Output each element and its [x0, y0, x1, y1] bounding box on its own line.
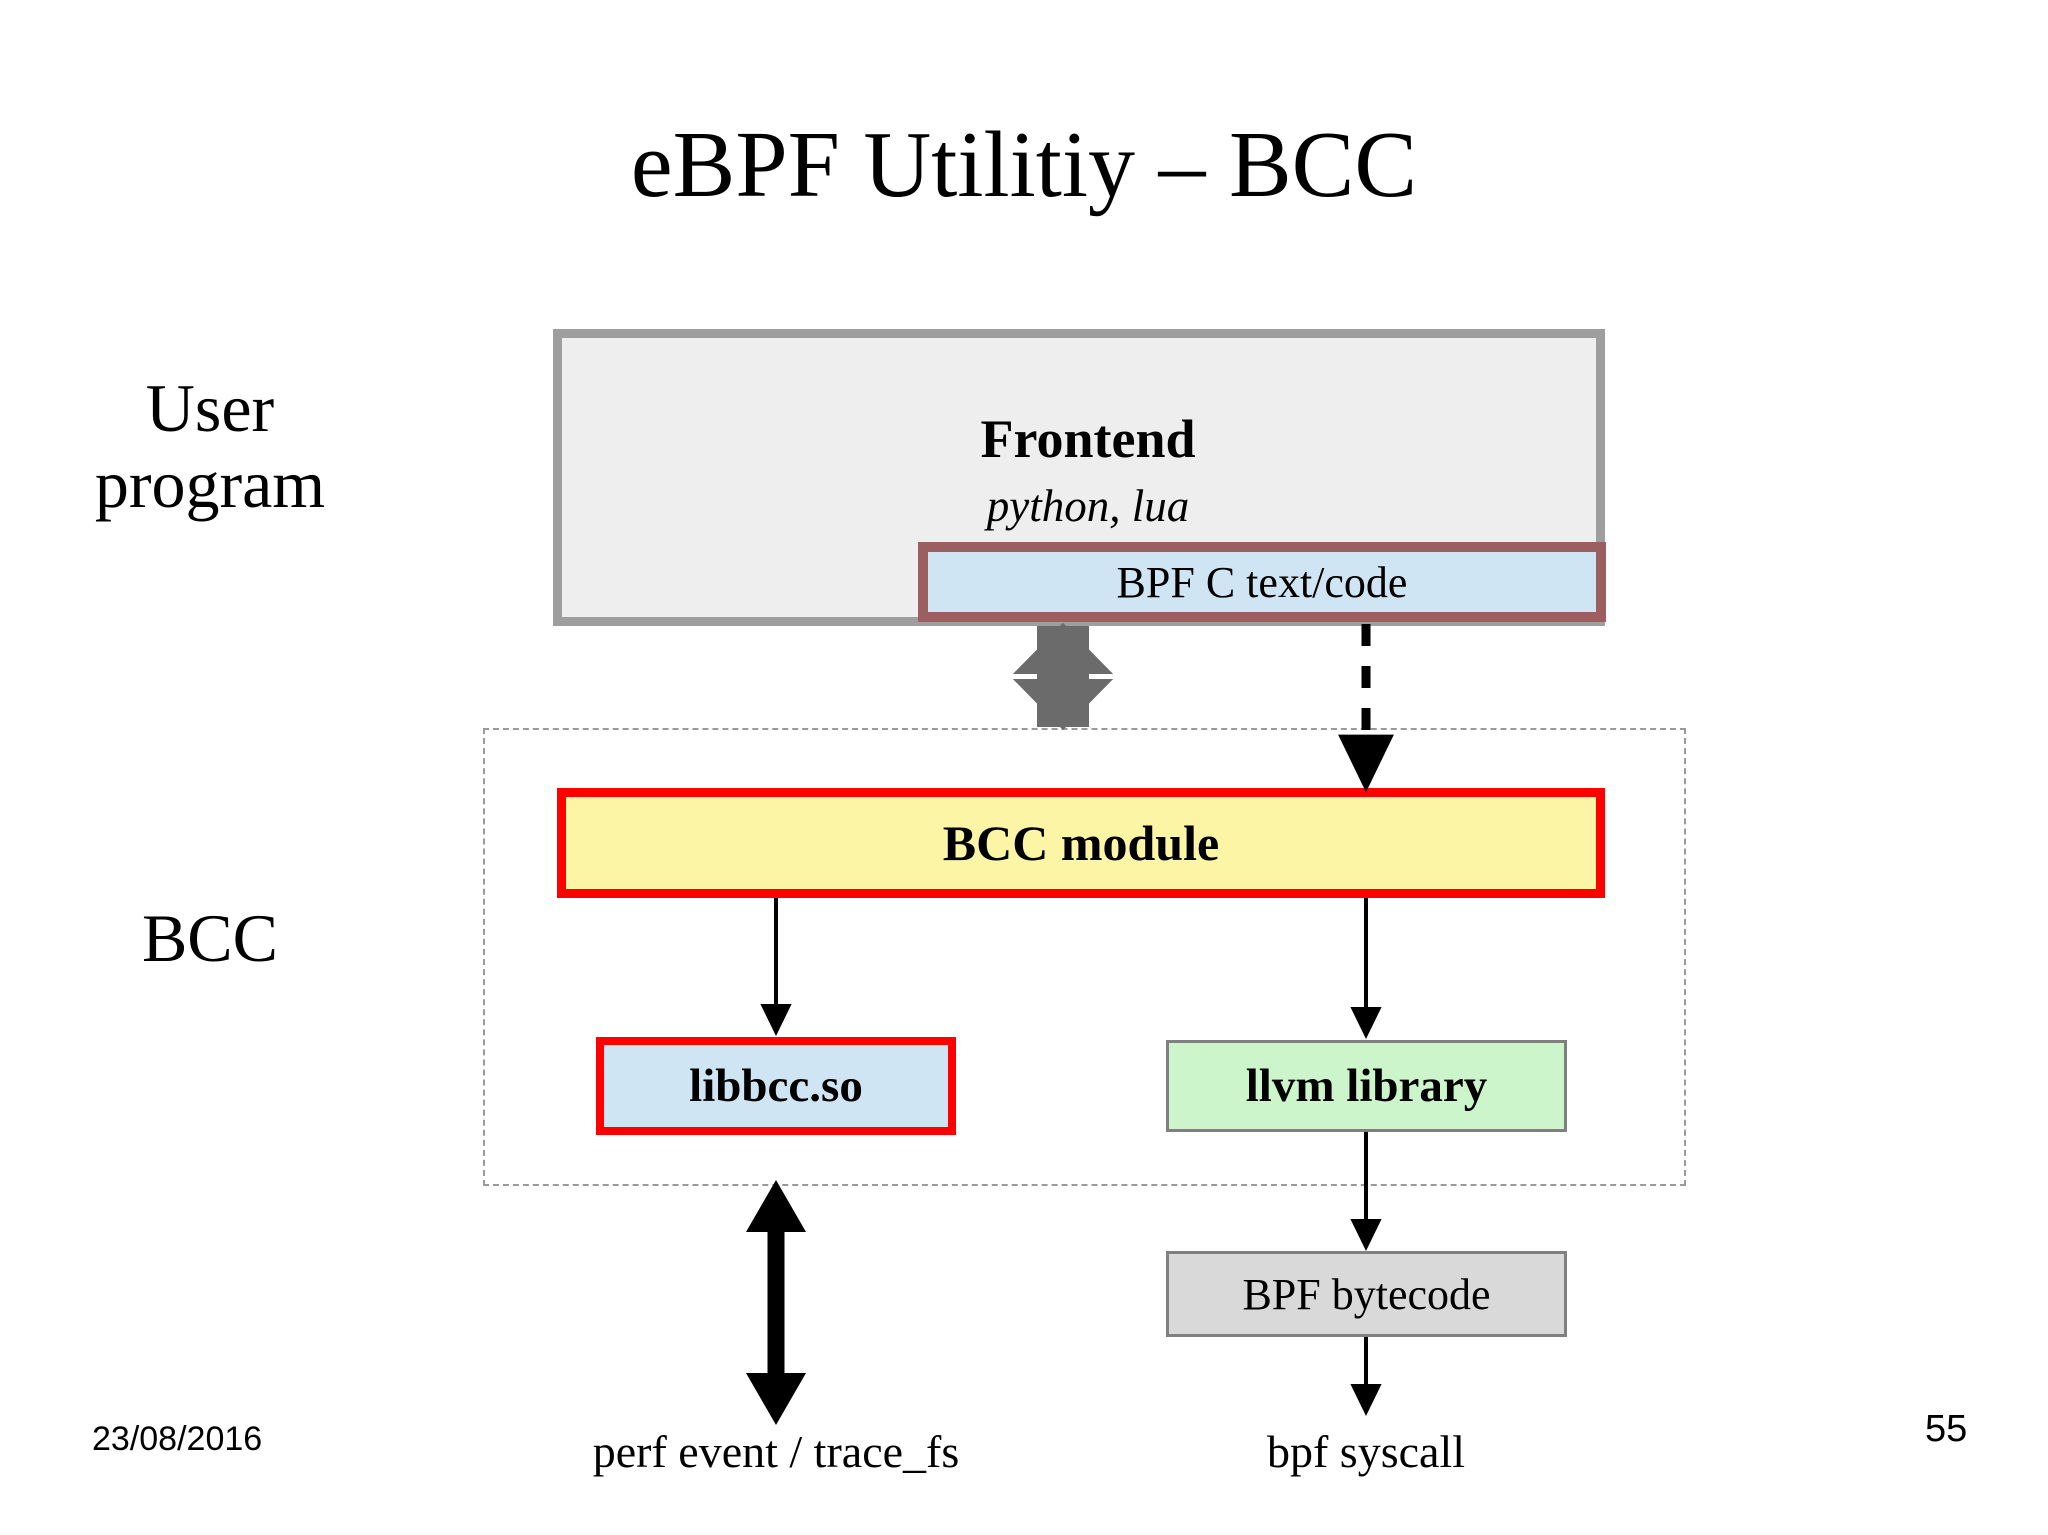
perf-event-trace-fs-label: perf event / trace_fs [592, 1426, 960, 1477]
footer-date: 23/08/2016 [92, 1420, 263, 1458]
llvm-library-box: llvm library [1166, 1040, 1567, 1132]
section-label-bcc: BCC [141, 900, 279, 976]
bpf-c-text-code-label: BPF C text/code [1116, 557, 1408, 607]
bcc-module-box: BCC module [557, 788, 1605, 898]
libbcc-so-box: libbcc.so [596, 1037, 956, 1135]
bpf-bytecode-label: BPF bytecode [1242, 1269, 1491, 1319]
libbcc-so-label: libbcc.so [689, 1060, 863, 1112]
llvm-library-label: llvm library [1245, 1060, 1488, 1112]
section-label-user-program: User program [20, 370, 400, 522]
frontend-subtitle: python, lua [986, 481, 1190, 531]
double-arrow-libbcc-to-perf [746, 1180, 806, 1425]
bcc-module-label: BCC module [942, 815, 1220, 871]
page-title: eBPF Utilitiy – BCC [630, 113, 1418, 217]
frontend-title: Frontend [980, 409, 1196, 469]
bpf-syscall-label: bpf syscall [1266, 1426, 1465, 1477]
bpf-bytecode-box: BPF bytecode [1166, 1251, 1567, 1337]
footer-page-number: 55 [1925, 1408, 1968, 1450]
section-label-user-program-line1: User [145, 370, 275, 446]
section-label-user-program-line2: program [94, 446, 326, 523]
frontend-bcc-block-arrow [1013, 623, 1113, 730]
bpf-c-text-code-box: BPF C text/code [918, 542, 1606, 622]
